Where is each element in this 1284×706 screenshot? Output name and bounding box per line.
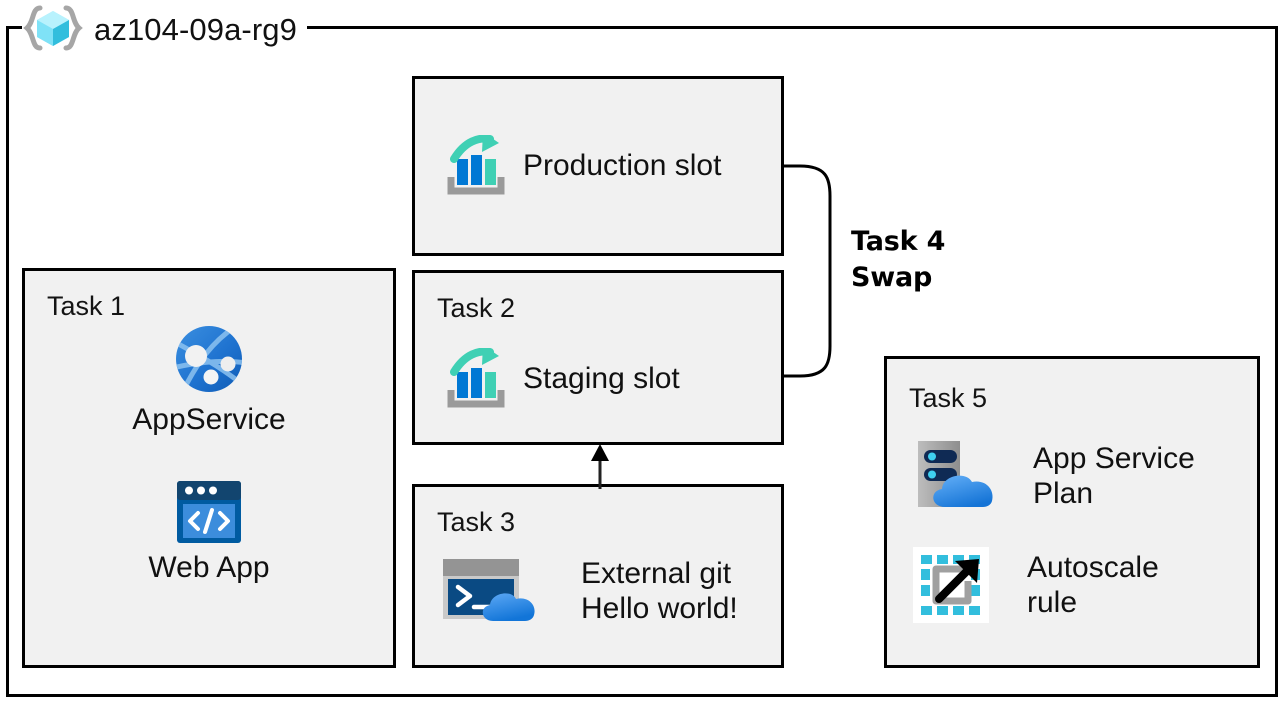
app-service-plan-label: App Service Plan (1033, 441, 1195, 510)
task3-box: Task 3 (412, 484, 784, 668)
autoscale-rule-icon (913, 547, 989, 623)
autoscale-rule-label: Autoscale rule (1027, 550, 1159, 619)
task1-label: Task 1 (47, 291, 126, 321)
app-service-item: AppService (109, 319, 309, 435)
task2-label: Task 2 (437, 293, 516, 323)
swap-label: Task 4 Swap (851, 226, 946, 293)
autoscale-rule-row: Autoscale rule (913, 547, 1159, 623)
resource-group-frame (6, 26, 1278, 697)
cloud-shell-terminal-icon (441, 555, 545, 627)
app-service-plan-server-cloud-icon (913, 437, 995, 515)
production-slot-row: Production slot (445, 135, 721, 197)
task5-label: Task 5 (909, 383, 988, 413)
deployment-slot-icon (445, 348, 507, 410)
task2-box: Task 2 Staging slot (412, 270, 784, 445)
web-app-item: Web App (109, 477, 309, 583)
external-git-row: External git Hello world! (441, 555, 738, 627)
resource-group-name: az104-09a-rg9 (94, 11, 297, 47)
deploy-arrow-icon (591, 444, 609, 489)
production-slot-box: Production slot (412, 76, 784, 256)
staging-slot-row: Staging slot (445, 348, 680, 410)
task5-box: Task 5 (884, 356, 1260, 668)
deployment-slot-icon (445, 135, 507, 197)
task3-label: Task 3 (437, 507, 516, 537)
app-service-plan-row: App Service Plan (913, 437, 1195, 515)
app-service-label: AppService (132, 403, 286, 436)
external-git-label: External git Hello world! (581, 556, 738, 625)
web-app-label: Web App (148, 551, 270, 584)
production-slot-label: Production slot (523, 149, 722, 183)
staging-slot-label: Staging slot (523, 362, 680, 396)
resource-group-header: az104-09a-rg9 (22, 0, 307, 58)
app-service-globe-icon (169, 319, 249, 399)
web-app-browser-icon (171, 477, 247, 547)
resource-group-cube-icon (22, 4, 84, 54)
task1-box: Task 1 (22, 268, 396, 668)
